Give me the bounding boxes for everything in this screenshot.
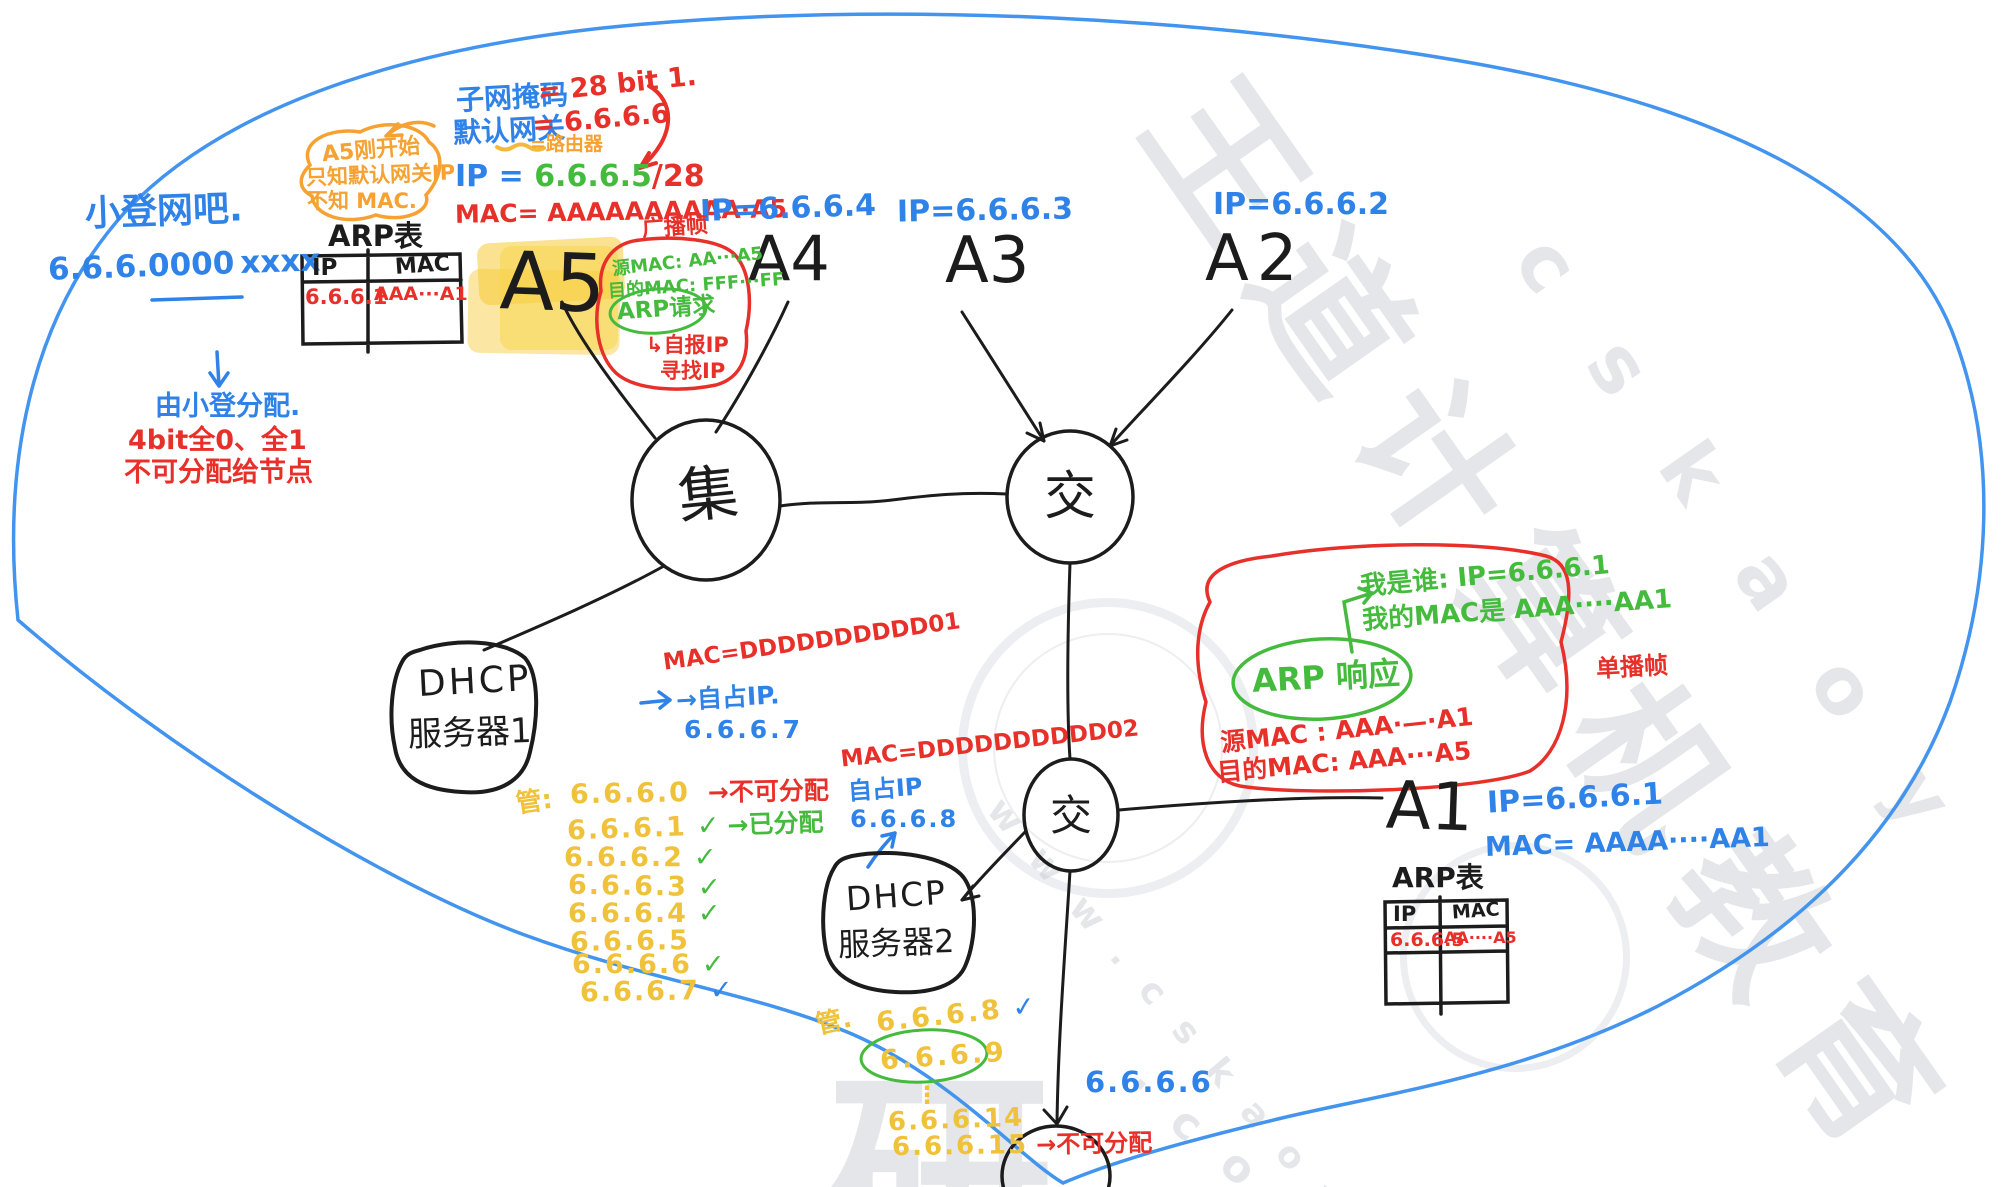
router-note: =路由器: [530, 133, 603, 155]
link-a2-switch: [1108, 308, 1234, 448]
dhcp1-mac: MAC=DDDDDDDDDD01: [661, 608, 962, 676]
dhcp1-selfip-note: →自占IP.: [675, 680, 781, 715]
dhcp1-row-7-ip: 6.6.6.7: [579, 975, 701, 1009]
dhcp1-row-2-ip: 6.6.6.2: [564, 842, 684, 873]
cloud-address-prefix: 6.6.6.0000: [47, 245, 235, 288]
hub-node-label: 集: [674, 457, 742, 533]
a5-ip-cidr: /28: [651, 159, 705, 194]
dhcp1-row-4-ip: 6.6.6.4: [568, 898, 688, 929]
dhcp1-manage-label: 管:: [514, 784, 555, 820]
arp-request-note-1: ↳自报IP: [646, 333, 729, 357]
cloud-alloc-note: 由小登分配.: [155, 391, 301, 422]
arp-table-a1-title: ARP表: [1392, 861, 1484, 894]
switch-lower-label: 交: [1050, 791, 1093, 840]
a5-ip-label: IP =: [455, 159, 524, 194]
link-a2-arrowhead: [1108, 427, 1129, 448]
arp-reply-oval-label: ARP 响应: [1251, 654, 1401, 700]
dhcp2-name-line1: DHCP: [844, 872, 949, 919]
dhcp1-name-line2: 服务器1: [407, 710, 533, 756]
arp-table-a5-row-ip: 6.6.6.1: [305, 285, 388, 309]
host-a5: A5: [498, 234, 608, 331]
a5-ip-value: 6.6.6.5: [534, 159, 652, 194]
dhcp1-row-1-check: ✓: [696, 810, 721, 842]
link-a3-arrowhead: [1025, 421, 1046, 443]
arp-table-a5-row-mac: AAA···A1: [374, 283, 468, 305]
orange-bubble-line3: 不知 MAC.: [307, 189, 417, 213]
arp-request-note-2: 寻找IP: [660, 359, 726, 383]
dhcp1-row-0-note: →不可分配: [707, 775, 830, 807]
dhcp2-row-15-note: →不可分配: [1035, 1128, 1153, 1159]
arp-table-a5-col-ip: IP: [312, 255, 338, 281]
a5-ip: IP = 6.6.6.5/28: [455, 160, 705, 194]
dhcp1-row-2-check: ✓: [693, 842, 717, 873]
dhcp1-name-line1: DHCP: [416, 658, 533, 705]
arp-table-a1-col-mac: MAC: [1451, 898, 1501, 924]
cloud-title: 小登网吧.: [84, 188, 244, 235]
link-hub-switch: [778, 491, 1009, 508]
arp-request-oval-label: ARP请求: [616, 292, 717, 326]
dhcp1-row-6: 6.6.6.6 ✓: [572, 949, 725, 980]
address-down-arrow: [208, 350, 230, 388]
dhcp2-row-15: 6.6.6.15→不可分配: [892, 1129, 1153, 1163]
link-switch2-dhcp2-arrowhead: [960, 884, 981, 902]
dhcp1-row-1-note: →已分配: [726, 807, 824, 840]
link-a3-switch: [960, 310, 1046, 443]
cloud-restrict-note-1: 4bit全0、全1: [128, 425, 307, 456]
cloud-restrict-note-2: 不可分配给节点: [124, 457, 313, 488]
host-a1: A1: [1384, 766, 1475, 847]
arp-table-a5-col-mac: MAC: [394, 251, 451, 280]
orange-bubble-line2: 只知默认网关IP: [305, 160, 456, 190]
dhcp2-row-15-ip: 6.6.6.15: [891, 1129, 1029, 1163]
switch-upper-label: 交: [1044, 467, 1097, 527]
dhcp1-row-7: 6.6.6.7✓: [579, 974, 733, 1009]
dhcp2-selfip-note: 自占IP: [847, 772, 924, 806]
dhcp1-row-6-ip: 6.6.6.6: [572, 949, 692, 980]
dhcp1-row-4: 6.6.6.4 ✓: [568, 898, 721, 929]
link-hub-dhcp1: [482, 564, 666, 652]
router-gateway-ip: 6.6.6.6: [1085, 1065, 1213, 1099]
dhcp2-row-8-check: ✓: [1010, 990, 1037, 1024]
link-a4-hub: [714, 300, 790, 434]
dhcp2-selfip: 6.6.6.8: [850, 805, 959, 833]
dhcp1-row-4-check: ✓: [697, 898, 721, 929]
host-a2-ip: IP=6.6.6.2: [1213, 187, 1389, 222]
dhcp1-row-0: 6.6.6.0 →不可分配: [570, 776, 829, 811]
address-x-underline: [150, 295, 244, 302]
dhcp1-row-6-check: ✓: [701, 949, 725, 980]
dhcp1-row-2: 6.6.6.2 ✓: [564, 842, 717, 873]
arp-table-a5-title: ARP表: [328, 219, 424, 253]
arp-request-frame-type: 广播帧: [641, 212, 709, 243]
dhcp2-ellipsis: ⋮: [915, 1081, 939, 1109]
arp-reply-frame-type: 单播帧: [1595, 651, 1669, 683]
dhcp1-selfip-arrow: [639, 690, 672, 710]
dhcp1-row-0-ip: 6.6.6.0: [569, 777, 691, 811]
arp-table-a1-row-ip: 6.6.6.5: [1390, 929, 1465, 951]
dhcp2-name-line2: 服务器2: [837, 921, 955, 965]
dhcp2-selfip-arrow: [866, 831, 897, 869]
arp-table-a1-col-ip: IP: [1393, 902, 1417, 926]
arp-table-a1-row-mac: AA····A5: [1444, 928, 1517, 947]
dhcp1-row-7-check: ✓: [709, 974, 733, 1007]
dhcp1-row-1: 6.6.6.1✓→已分配: [567, 808, 824, 847]
host-a4: A4: [748, 222, 830, 295]
dhcp1-selfip: 6.6.6.7: [684, 715, 804, 744]
host-a3: A3: [945, 224, 1030, 298]
host-a2: A2: [1205, 222, 1306, 296]
cloud-address-host-bits: xxxx: [239, 242, 321, 282]
